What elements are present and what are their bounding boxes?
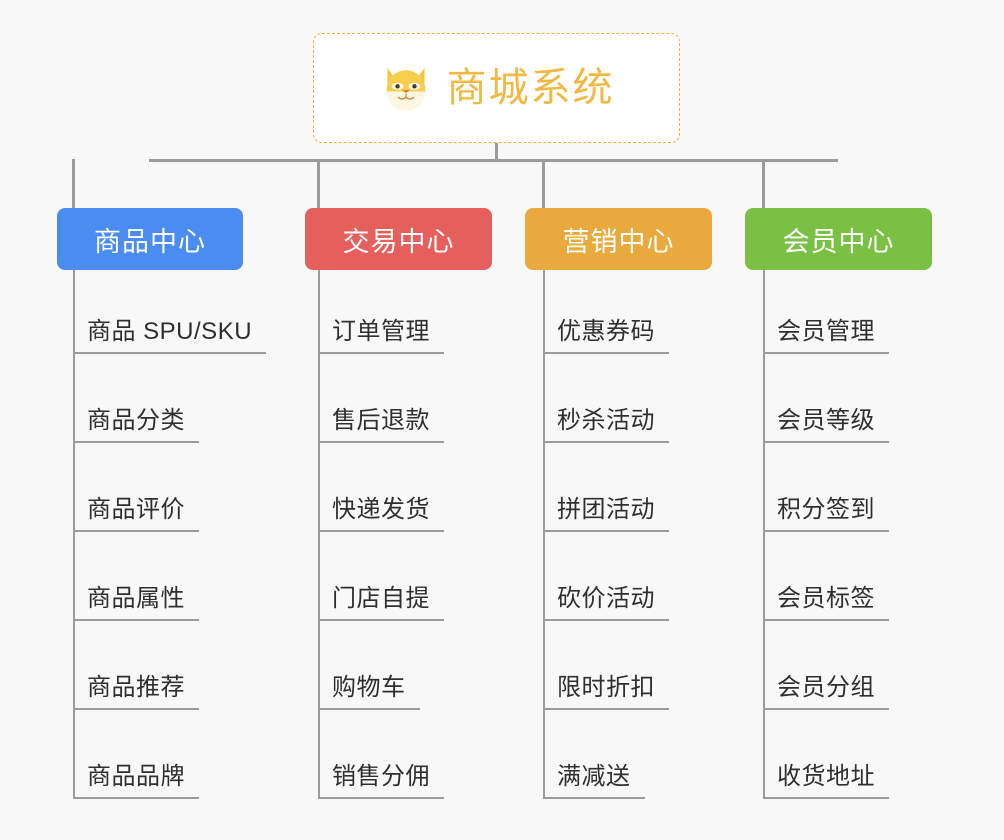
leaf-item-label: 会员管理 [763,317,889,354]
leaf-item[interactable]: 会员管理 [763,314,889,354]
leaf-item-label: 会员分组 [763,673,889,710]
leaf-item-label: 商品推荐 [73,673,199,710]
leaf-item[interactable]: 会员等级 [763,403,889,443]
leaf-item-label: 售后退款 [318,406,444,443]
leaf-item[interactable]: 售后退款 [318,403,444,443]
leaf-item-label: 购物车 [318,673,420,710]
leaf-item[interactable]: 收货地址 [763,759,889,799]
leaf-item[interactable]: 销售分佣 [318,759,444,799]
leaf-item-label: 限时折扣 [543,673,669,710]
leaf-item-label: 收货地址 [763,762,889,799]
category-box-marketing-center[interactable]: 营销中心 [525,208,712,270]
leaf-item-label: 商品评价 [73,495,199,532]
column-spine-product-center [73,270,75,797]
leaf-item-label: 门店自提 [318,584,444,621]
leaf-item[interactable]: 砍价活动 [543,581,669,621]
leaf-item-label: 会员等级 [763,406,889,443]
leaf-item[interactable]: 会员标签 [763,581,889,621]
leaf-item[interactable]: 秒杀活动 [543,403,669,443]
leaf-item-label: 订单管理 [318,317,444,354]
root-node-shop-system[interactable]: 商城系统 [313,33,680,143]
connector-drop-member-center [762,159,765,208]
category-box-member-center[interactable]: 会员中心 [745,208,932,270]
leaf-item-label: 优惠券码 [543,317,669,354]
connector-drop-trade-center [317,159,320,208]
category-label: 商品中心 [94,226,206,257]
leaf-item[interactable]: 积分签到 [763,492,889,532]
shiba-dog-face-icon [386,67,425,111]
category-label: 营销中心 [562,226,675,257]
leaf-item[interactable]: 会员分组 [763,670,889,710]
leaf-item-label: 拼团活动 [543,495,669,532]
category-box-product-center[interactable]: 商品中心 [57,208,243,270]
column-spine-marketing-center [543,270,545,797]
leaf-item[interactable]: 商品品牌 [73,759,199,799]
leaf-item[interactable]: 优惠券码 [543,314,669,354]
leaf-item-label: 商品品牌 [73,762,199,799]
category-box-trade-center[interactable]: 交易中心 [305,208,492,270]
leaf-item-label: 积分签到 [763,495,889,532]
category-label: 交易中心 [342,226,455,257]
leaf-item[interactable]: 快递发货 [318,492,444,532]
leaf-item-label: 商品 SPU/SKU [73,317,267,354]
leaf-item[interactable]: 购物车 [318,670,420,710]
leaf-item-label: 秒杀活动 [543,406,669,443]
leaf-item-label: 快递发货 [318,495,444,532]
leaf-item-label: 会员标签 [763,584,889,621]
leaf-item[interactable]: 拼团活动 [543,492,669,532]
connector-drop-product-center [72,159,75,208]
leaf-item-label: 销售分佣 [318,762,444,799]
leaf-item[interactable]: 商品分类 [73,403,199,443]
category-label: 会员中心 [782,226,895,257]
column-spine-member-center [763,270,765,797]
leaf-item-label: 商品分类 [73,406,199,443]
root-node-title: 商城系统 [446,66,615,110]
leaf-item[interactable]: 限时折扣 [543,670,669,710]
leaf-item-label: 满减送 [543,762,645,799]
leaf-item[interactable]: 商品属性 [73,581,199,621]
connector-drop-marketing-center [542,159,545,208]
leaf-item[interactable]: 商品推荐 [73,670,199,710]
column-spine-trade-center [318,270,320,797]
leaf-item[interactable]: 订单管理 [318,314,444,354]
leaf-item[interactable]: 门店自提 [318,581,444,621]
leaf-item[interactable]: 商品评价 [73,492,199,532]
leaf-item-label: 砍价活动 [543,584,669,621]
leaf-item[interactable]: 满减送 [543,759,645,799]
connector-horizontal-bus [149,159,838,162]
connector-root-stem [495,143,498,161]
leaf-item-label: 商品属性 [73,584,199,621]
leaf-item[interactable]: 商品 SPU/SKU [73,314,267,354]
